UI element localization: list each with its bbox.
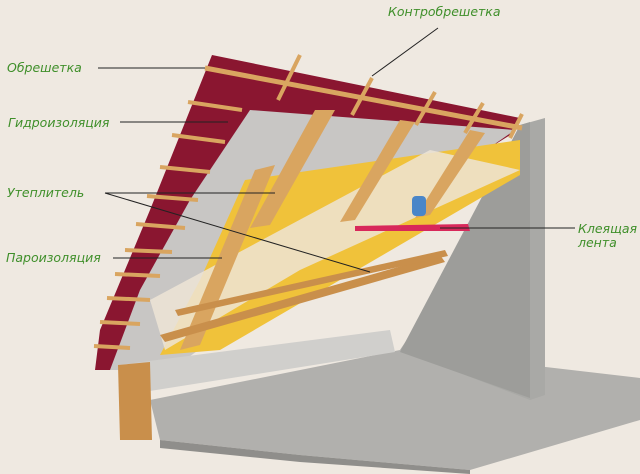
label-waterproofing: Гидроизоляция <box>8 115 110 130</box>
wall-face <box>400 122 530 398</box>
rafter <box>415 130 485 218</box>
rafter <box>250 110 335 228</box>
board <box>160 255 445 342</box>
base-beam <box>118 330 395 395</box>
leader-lines <box>98 27 575 273</box>
floor-slab-edge <box>160 440 470 474</box>
label-battens: Обрешетка <box>7 60 82 75</box>
adhesive-tape <box>355 224 470 231</box>
label-vapor-barrier: Пароизоляция <box>6 250 101 265</box>
label-insulation: Утеплитель <box>7 185 85 200</box>
battens <box>93 100 243 350</box>
vent-pipe <box>412 196 426 216</box>
label-counter-battens: Контробрешетка <box>388 4 501 19</box>
rafter <box>340 120 415 222</box>
counter-battens <box>276 54 524 139</box>
label-adhesive-tape-line1: Клеящая <box>578 221 638 236</box>
label-adhesive-tape-line2: лента <box>578 235 617 250</box>
board <box>175 250 448 316</box>
base-block <box>118 362 152 440</box>
batten-top <box>204 65 523 131</box>
